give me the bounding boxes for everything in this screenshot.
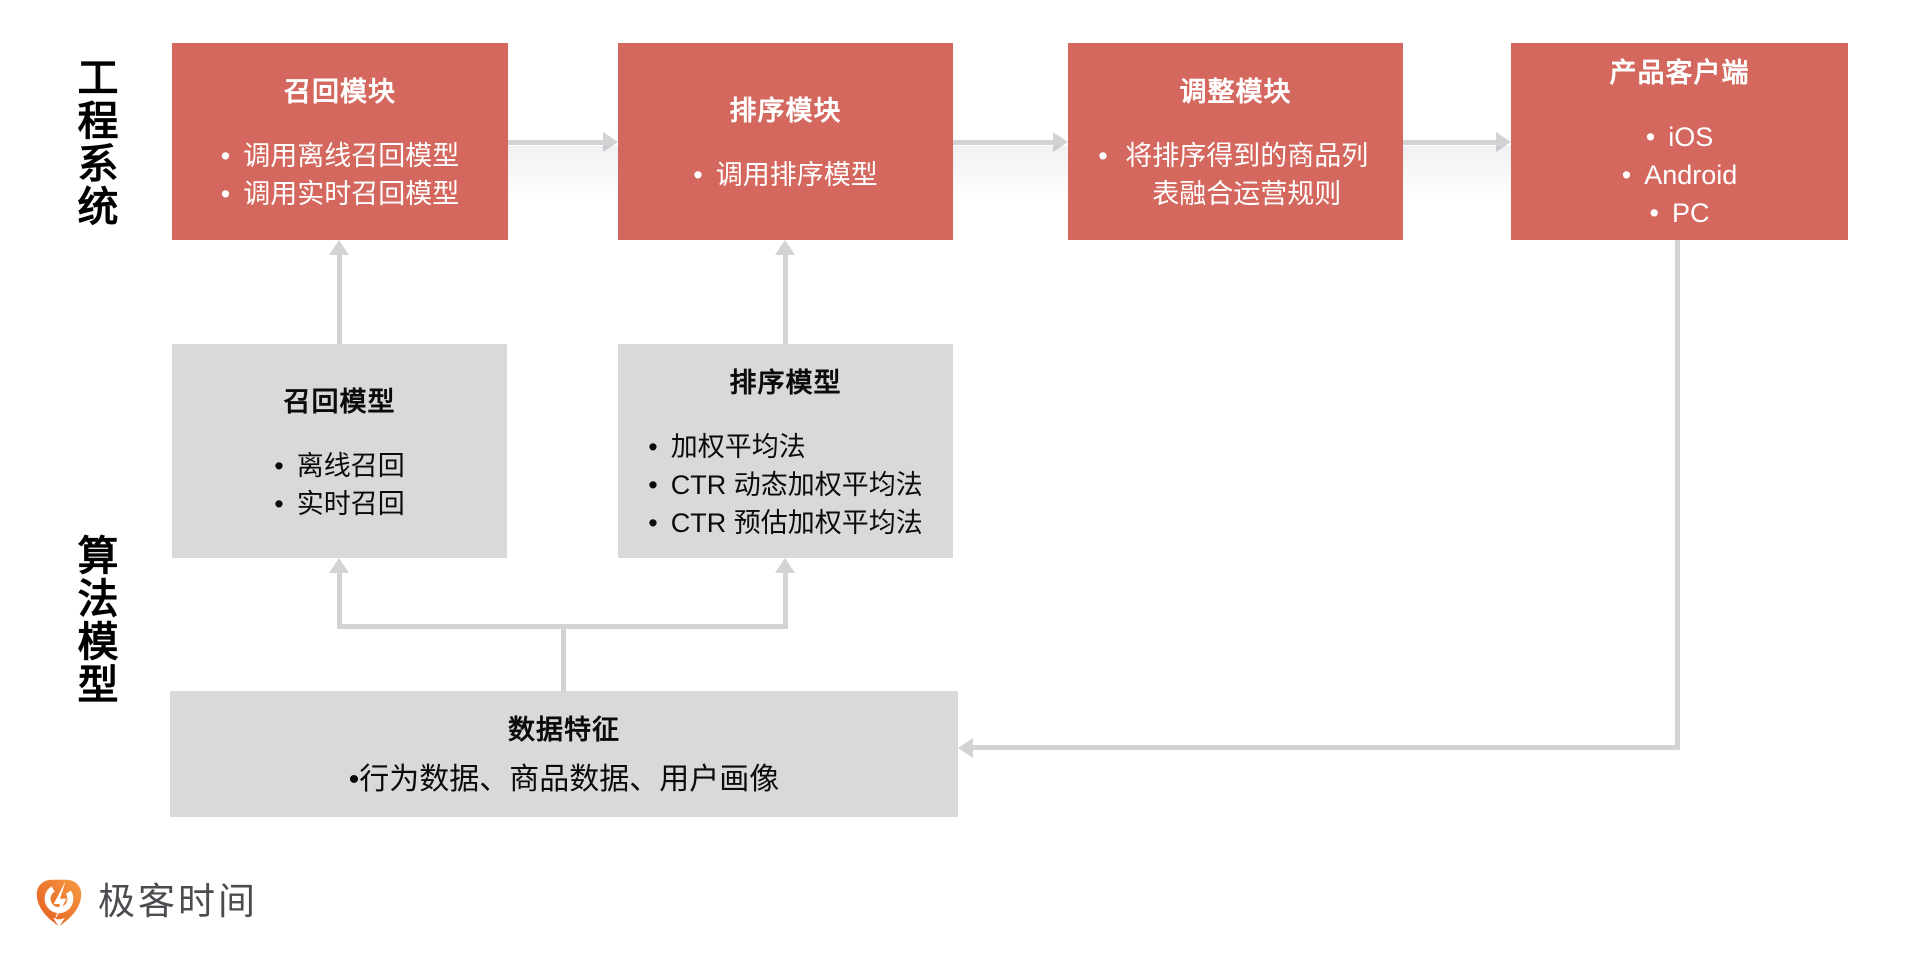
bullet-icon: •	[693, 160, 703, 190]
bullet-text: 将排序得到的商品列表融合运营规则	[1125, 141, 1369, 209]
node-recall-module: 召回模块 • 调用离线召回模型 • 调用实时召回模型	[172, 43, 508, 240]
node-product-client: 产品客户端 • iOS • Android • PC	[1511, 43, 1848, 240]
node-title: 召回模块	[284, 77, 396, 107]
bullet-list: • 加权平均法 • CTR 动态加权平均法 • CTR 预估加权平均法	[648, 428, 922, 542]
feedback-line-horizontal	[973, 745, 1680, 750]
data-features-body: •行为数据、商品数据、用户画像	[348, 763, 780, 796]
bullet-text: 调用离线召回模型	[243, 141, 460, 171]
arrowhead-up-icon	[329, 558, 349, 573]
feedback-line-vertical	[1675, 240, 1680, 748]
node-data-features: 数据特征 •行为数据、商品数据、用户画像	[170, 691, 958, 817]
bullet-text: 实时召回	[296, 488, 405, 519]
list-item: • iOS	[1646, 118, 1713, 156]
list-item: • 调用离线召回模型	[221, 137, 459, 175]
bullet-icon: •	[648, 431, 658, 462]
logo-text: 极客时间	[98, 881, 258, 922]
bullet-icon: •	[1098, 141, 1108, 171]
bullet-text: 加权平均法	[670, 431, 806, 462]
arrow-line	[508, 140, 603, 145]
bullet-list: • 调用排序模型	[693, 156, 877, 194]
arrow-shadow	[508, 146, 618, 198]
geektime-logo: 极客时间	[33, 876, 258, 928]
label-engineering-system: 工程系统	[77, 55, 119, 230]
bullet-text: 调用排序模型	[715, 160, 878, 190]
arrowhead-right-icon	[1496, 132, 1511, 152]
arrow-line	[783, 254, 788, 344]
arrow-shadow	[1403, 146, 1511, 198]
bullet-icon: •	[1621, 160, 1632, 190]
bullet-list: • iOS • Android • PC	[1622, 118, 1738, 232]
node-title: 召回模型	[283, 386, 396, 417]
bullet-icon: •	[274, 450, 284, 481]
arrow-line	[953, 140, 1053, 145]
node-title: 数据特征	[508, 715, 620, 745]
bullet-text: 调用实时召回模型	[243, 179, 460, 209]
list-item: • PC	[1650, 194, 1710, 232]
list-item: • 实时召回	[274, 485, 404, 523]
connector-crossbar	[337, 624, 788, 629]
bullet-text: CTR 动态加权平均法	[670, 469, 923, 500]
list-item: • CTR 预估加权平均法	[648, 504, 922, 542]
bullet-text: iOS	[1668, 122, 1714, 152]
list-item: • CTR 动态加权平均法	[648, 466, 922, 504]
bullet-icon: •	[1649, 198, 1659, 228]
arrowhead-up-icon	[775, 240, 795, 255]
arrowhead-up-icon	[775, 558, 795, 573]
bullet-list: • 调用离线召回模型 • 调用实时召回模型	[221, 137, 459, 213]
node-title: 调整模块	[1179, 77, 1292, 107]
bullet-icon: •	[648, 469, 658, 500]
bullet-icon: •	[274, 488, 284, 519]
node-title: 产品客户端	[1609, 58, 1750, 88]
geektime-logo-icon	[36, 879, 82, 927]
bullet-text: CTR 预估加权平均法	[670, 507, 923, 538]
bullet-icon: •	[648, 507, 658, 538]
arrowhead-up-icon	[329, 240, 349, 255]
list-item: • 将排序得到的商品列表融合运营规则	[1098, 137, 1372, 213]
arrowhead-right-icon	[603, 132, 618, 152]
bullet-icon: •	[1645, 122, 1656, 152]
arrow-line	[1403, 140, 1496, 145]
arrowhead-right-icon	[1053, 132, 1068, 152]
bullet-text: PC	[1671, 198, 1710, 228]
node-adjust-module: 调整模块 • 将排序得到的商品列表融合运营规则	[1068, 43, 1403, 240]
bullet-list: • 离线召回 • 实时召回	[274, 447, 404, 523]
list-item: • 调用排序模型	[693, 156, 877, 194]
bullet-icon: •	[220, 141, 231, 171]
node-ranking-model: 排序模型 • 加权平均法 • CTR 动态加权平均法 • CTR 预估加权平均法	[618, 344, 953, 558]
bullet-icon: •	[220, 179, 231, 209]
node-title: 排序模块	[729, 96, 842, 126]
node-recall-model: 召回模型 • 离线召回 • 实时召回	[172, 344, 507, 558]
list-item: • 加权平均法	[648, 428, 805, 466]
node-ranking-module: 排序模块 • 调用排序模型	[618, 43, 953, 240]
arrow-shadow	[953, 146, 1068, 198]
connector-stem	[561, 629, 566, 691]
label-algorithm-model: 算法模型	[77, 533, 119, 708]
list-item: • 离线召回	[274, 447, 404, 485]
connector-branch-right	[783, 572, 788, 629]
list-item: • Android	[1622, 156, 1738, 194]
connector-branch-left	[337, 572, 342, 629]
bullet-list: • 将排序得到的商品列表融合运营规则	[1098, 137, 1372, 213]
bullet-text: Android	[1644, 160, 1738, 190]
bullet-text: 离线召回	[296, 450, 405, 481]
node-title: 排序模型	[729, 367, 842, 398]
arrowhead-left-icon	[958, 738, 973, 758]
arrow-line	[337, 254, 342, 344]
list-item: • 调用实时召回模型	[221, 175, 459, 213]
